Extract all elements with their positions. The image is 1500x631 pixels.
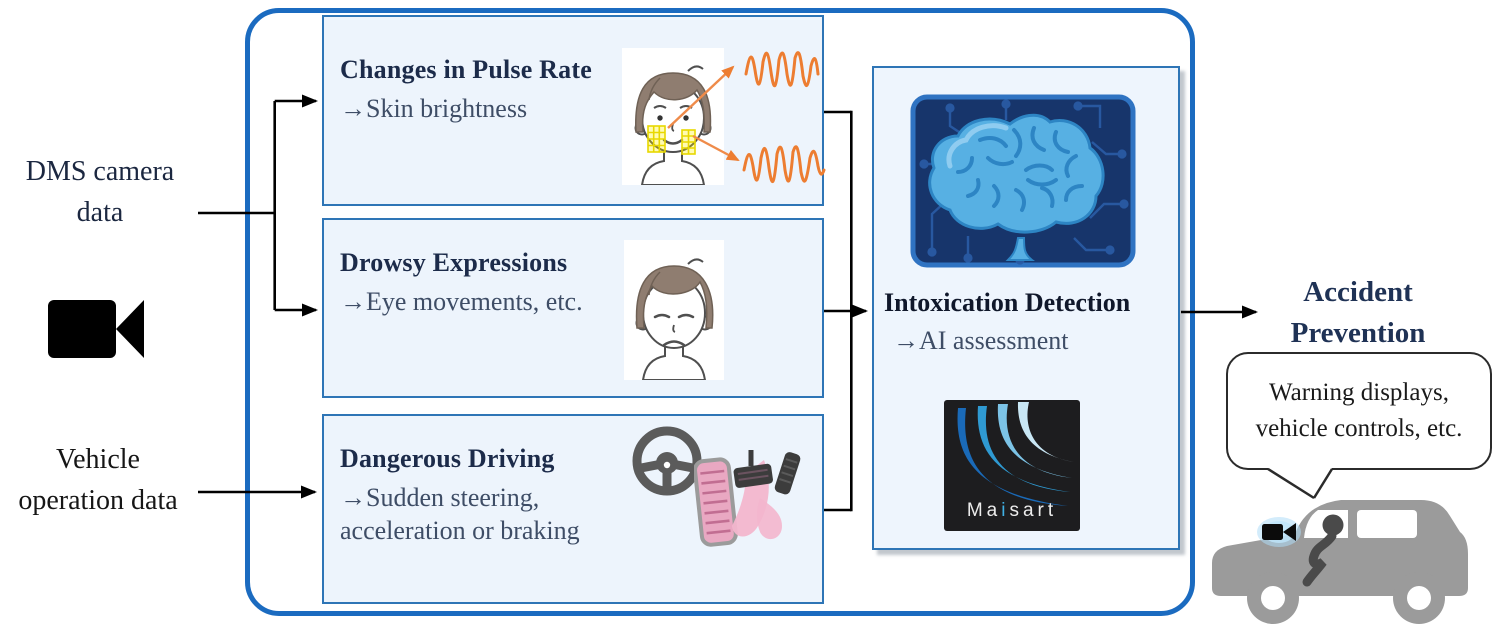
speech-bubble-tail — [1267, 468, 1334, 500]
dms-camera-data-label: DMS camera data — [25, 156, 175, 228]
ai-assessment-subtitle: →AI assessment — [893, 326, 1069, 355]
steering-wheel-icon — [632, 426, 702, 496]
cheek-roi-patches — [647, 125, 696, 155]
maisart-logo — [944, 400, 1080, 531]
pulse-waveform-top — [744, 51, 820, 87]
drowsy-expressions-box: Drowsy Expressions →Eye movements, etc. — [322, 218, 824, 398]
face-drowsy-illustration — [624, 240, 724, 380]
dangerous-driving-box: Dangerous Driving →Sudden steering, acce… — [322, 414, 824, 604]
intoxication-detection-title: Intoxication Detection — [884, 288, 1131, 317]
pulse-rate-subtitle: →Skin brightness — [340, 94, 528, 123]
accident-prevention-title: Accident Prevention — [1290, 276, 1426, 349]
warning-speech-bubble: Warning displays, vehicle controls, etc. — [1226, 352, 1492, 470]
pulse-rate-box: Changes in Pulse Rate →Skin brightness — [322, 15, 824, 206]
dangerous-title: Dangerous Driving — [340, 444, 555, 473]
maisart-logo-text: Maisart — [966, 500, 1058, 521]
drowsy-title: Drowsy Expressions — [340, 248, 568, 277]
dms-camera-in-car-icon — [1257, 517, 1301, 547]
face-pulse-illustration — [622, 48, 724, 185]
car-illustration — [1212, 500, 1468, 624]
warning-bubble-text: Warning displays, vehicle controls, etc. — [1255, 378, 1463, 442]
driver-figure — [1302, 514, 1344, 587]
dangerous-subtitle: →Sudden steering, acceleration or brakin… — [340, 483, 580, 545]
drowsy-subtitle: →Eye movements, etc. — [340, 287, 583, 316]
vehicle-operation-data-label: Vehicle operation data — [18, 444, 178, 516]
ai-brain-image — [910, 94, 1136, 268]
pedals-icon — [694, 450, 801, 547]
video-camera-icon — [48, 300, 144, 358]
pulse-rate-title: Changes in Pulse Rate — [340, 55, 592, 84]
pulse-waveform-bottom — [742, 145, 826, 183]
